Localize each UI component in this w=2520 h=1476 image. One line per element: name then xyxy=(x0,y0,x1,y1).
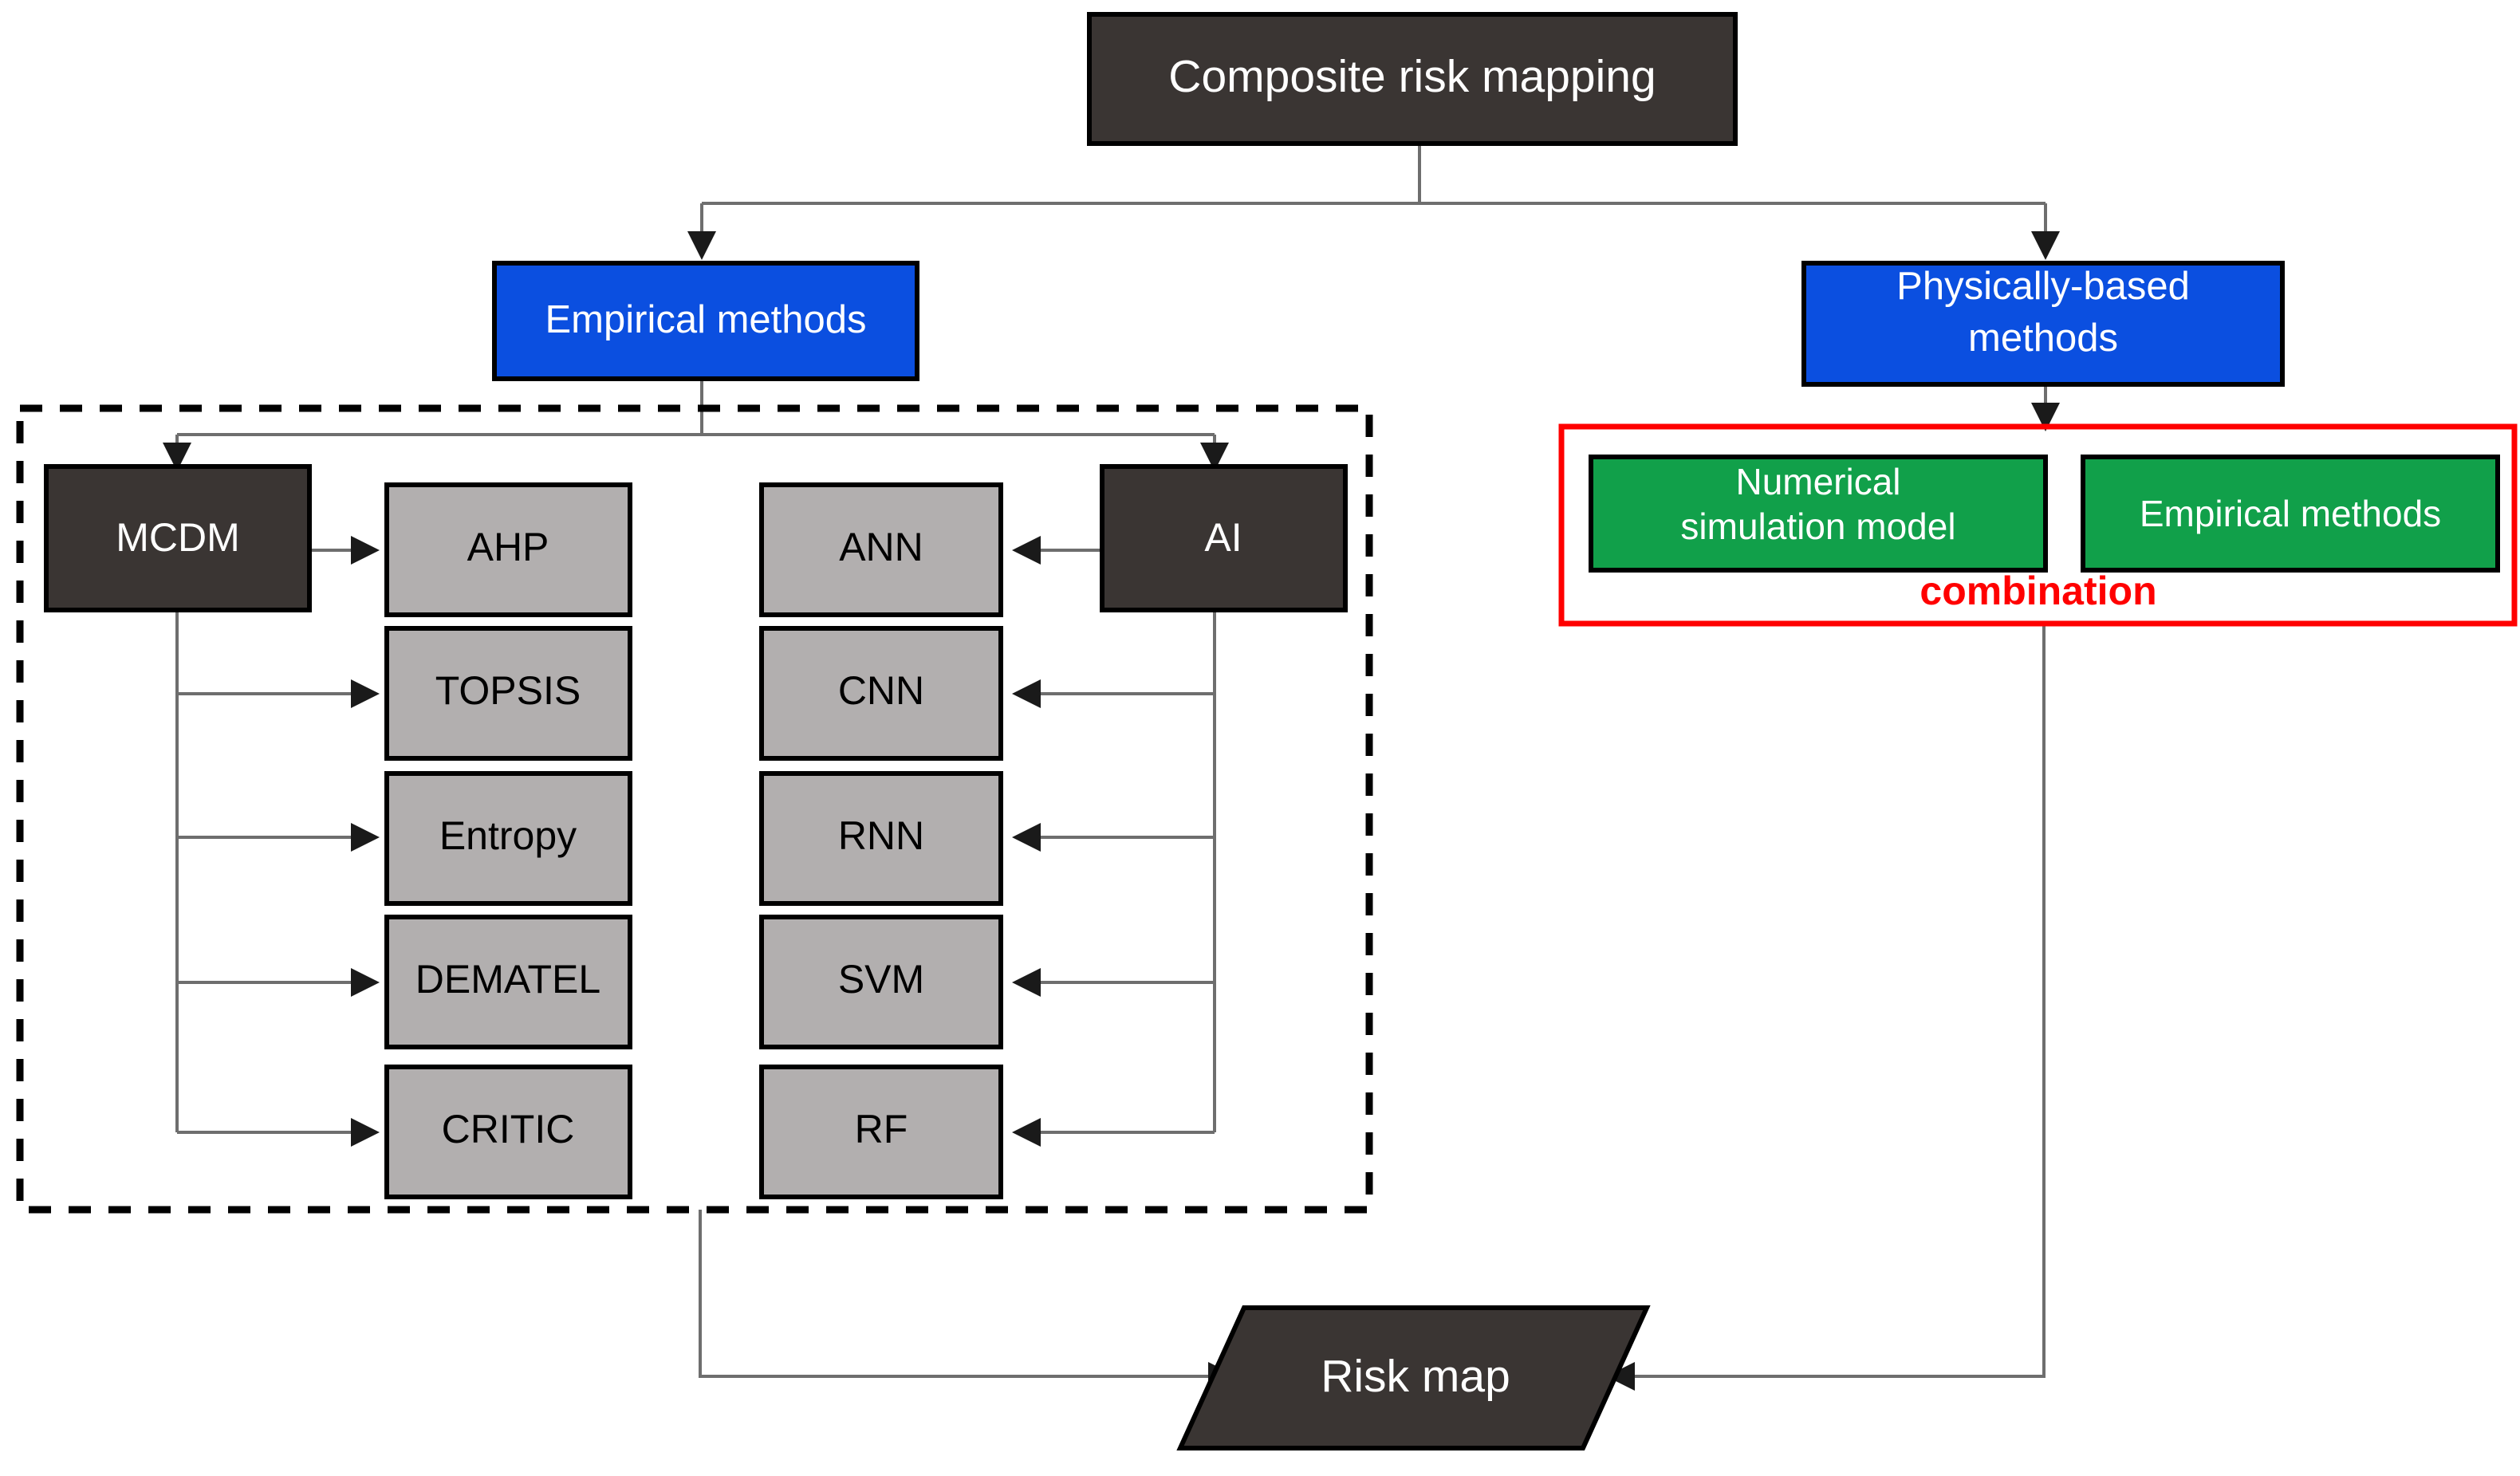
connector-empirical-to-riskmap xyxy=(699,1210,1237,1391)
node-rnn[interactable]: RNN xyxy=(759,771,1003,906)
node-risk-map-label: Risk map xyxy=(1321,1351,1510,1402)
node-entropy-label: Entropy xyxy=(439,813,577,858)
node-physically-based-methods-label: Physically-based xyxy=(1896,265,2190,308)
node-ann[interactable]: ANN xyxy=(759,482,1003,617)
node-critic[interactable]: CRITIC xyxy=(384,1065,632,1199)
node-empirical-methods-combination-label: Empirical methods xyxy=(2140,493,2441,534)
node-empirical-methods[interactable]: Empirical methods xyxy=(492,261,919,381)
node-mcdm[interactable]: MCDM xyxy=(44,464,312,612)
node-rf[interactable]: RF xyxy=(759,1065,1003,1199)
node-mcdm-label: MCDM xyxy=(116,515,240,560)
node-ann-label: ANN xyxy=(839,525,923,569)
connector-empirical-to-subgroups xyxy=(163,379,1229,471)
node-composite-risk-mapping[interactable]: Composite risk mapping xyxy=(1087,12,1738,146)
node-ahp-label: AHP xyxy=(467,525,549,569)
combination-group-boundary xyxy=(1558,423,2518,627)
connector-combination-to-riskmap xyxy=(1606,624,2046,1391)
node-numerical-simulation-model[interactable]: Numerical simulation model xyxy=(1589,455,2048,573)
node-physically-based-methods-label2: methods xyxy=(1968,317,2118,360)
node-cnn[interactable]: CNN xyxy=(759,626,1003,761)
combination-caption: combination xyxy=(1920,569,2156,613)
node-ahp[interactable]: AHP xyxy=(384,482,632,617)
node-topsis-label: TOPSIS xyxy=(435,668,581,713)
connector-root-to-branches xyxy=(687,144,2060,260)
node-rnn-label: RNN xyxy=(838,813,924,858)
node-rf-label: RF xyxy=(855,1107,908,1151)
node-dematel-label: DEMATEL xyxy=(415,957,600,1002)
node-numerical-simulation-model-label: Numerical xyxy=(1735,461,1900,502)
node-numerical-simulation-model-label2: simulation model xyxy=(1680,506,1955,547)
node-svm-label: SVM xyxy=(838,957,924,1002)
node-empirical-methods-label: Empirical methods xyxy=(545,298,866,341)
node-svm[interactable]: SVM xyxy=(759,915,1003,1049)
node-composite-risk-mapping-label: Composite risk mapping xyxy=(1168,51,1656,102)
node-entropy[interactable]: Entropy xyxy=(384,771,632,906)
node-topsis[interactable]: TOPSIS xyxy=(384,626,632,761)
node-dematel[interactable]: DEMATEL xyxy=(384,915,632,1049)
connector-mcdm-branches xyxy=(175,536,380,1147)
node-critic-label: CRITIC xyxy=(442,1107,575,1151)
node-ai-label: AI xyxy=(1204,515,1242,560)
node-empirical-methods-combination[interactable]: Empirical methods xyxy=(2081,455,2500,573)
connector-ai-branches xyxy=(1012,536,1216,1147)
node-risk-map[interactable]: Risk map xyxy=(1176,1305,1651,1450)
node-cnn-label: CNN xyxy=(838,668,924,713)
node-ai[interactable]: AI xyxy=(1100,464,1348,612)
node-physically-based-methods[interactable]: Physically-based methods xyxy=(1801,261,2285,387)
